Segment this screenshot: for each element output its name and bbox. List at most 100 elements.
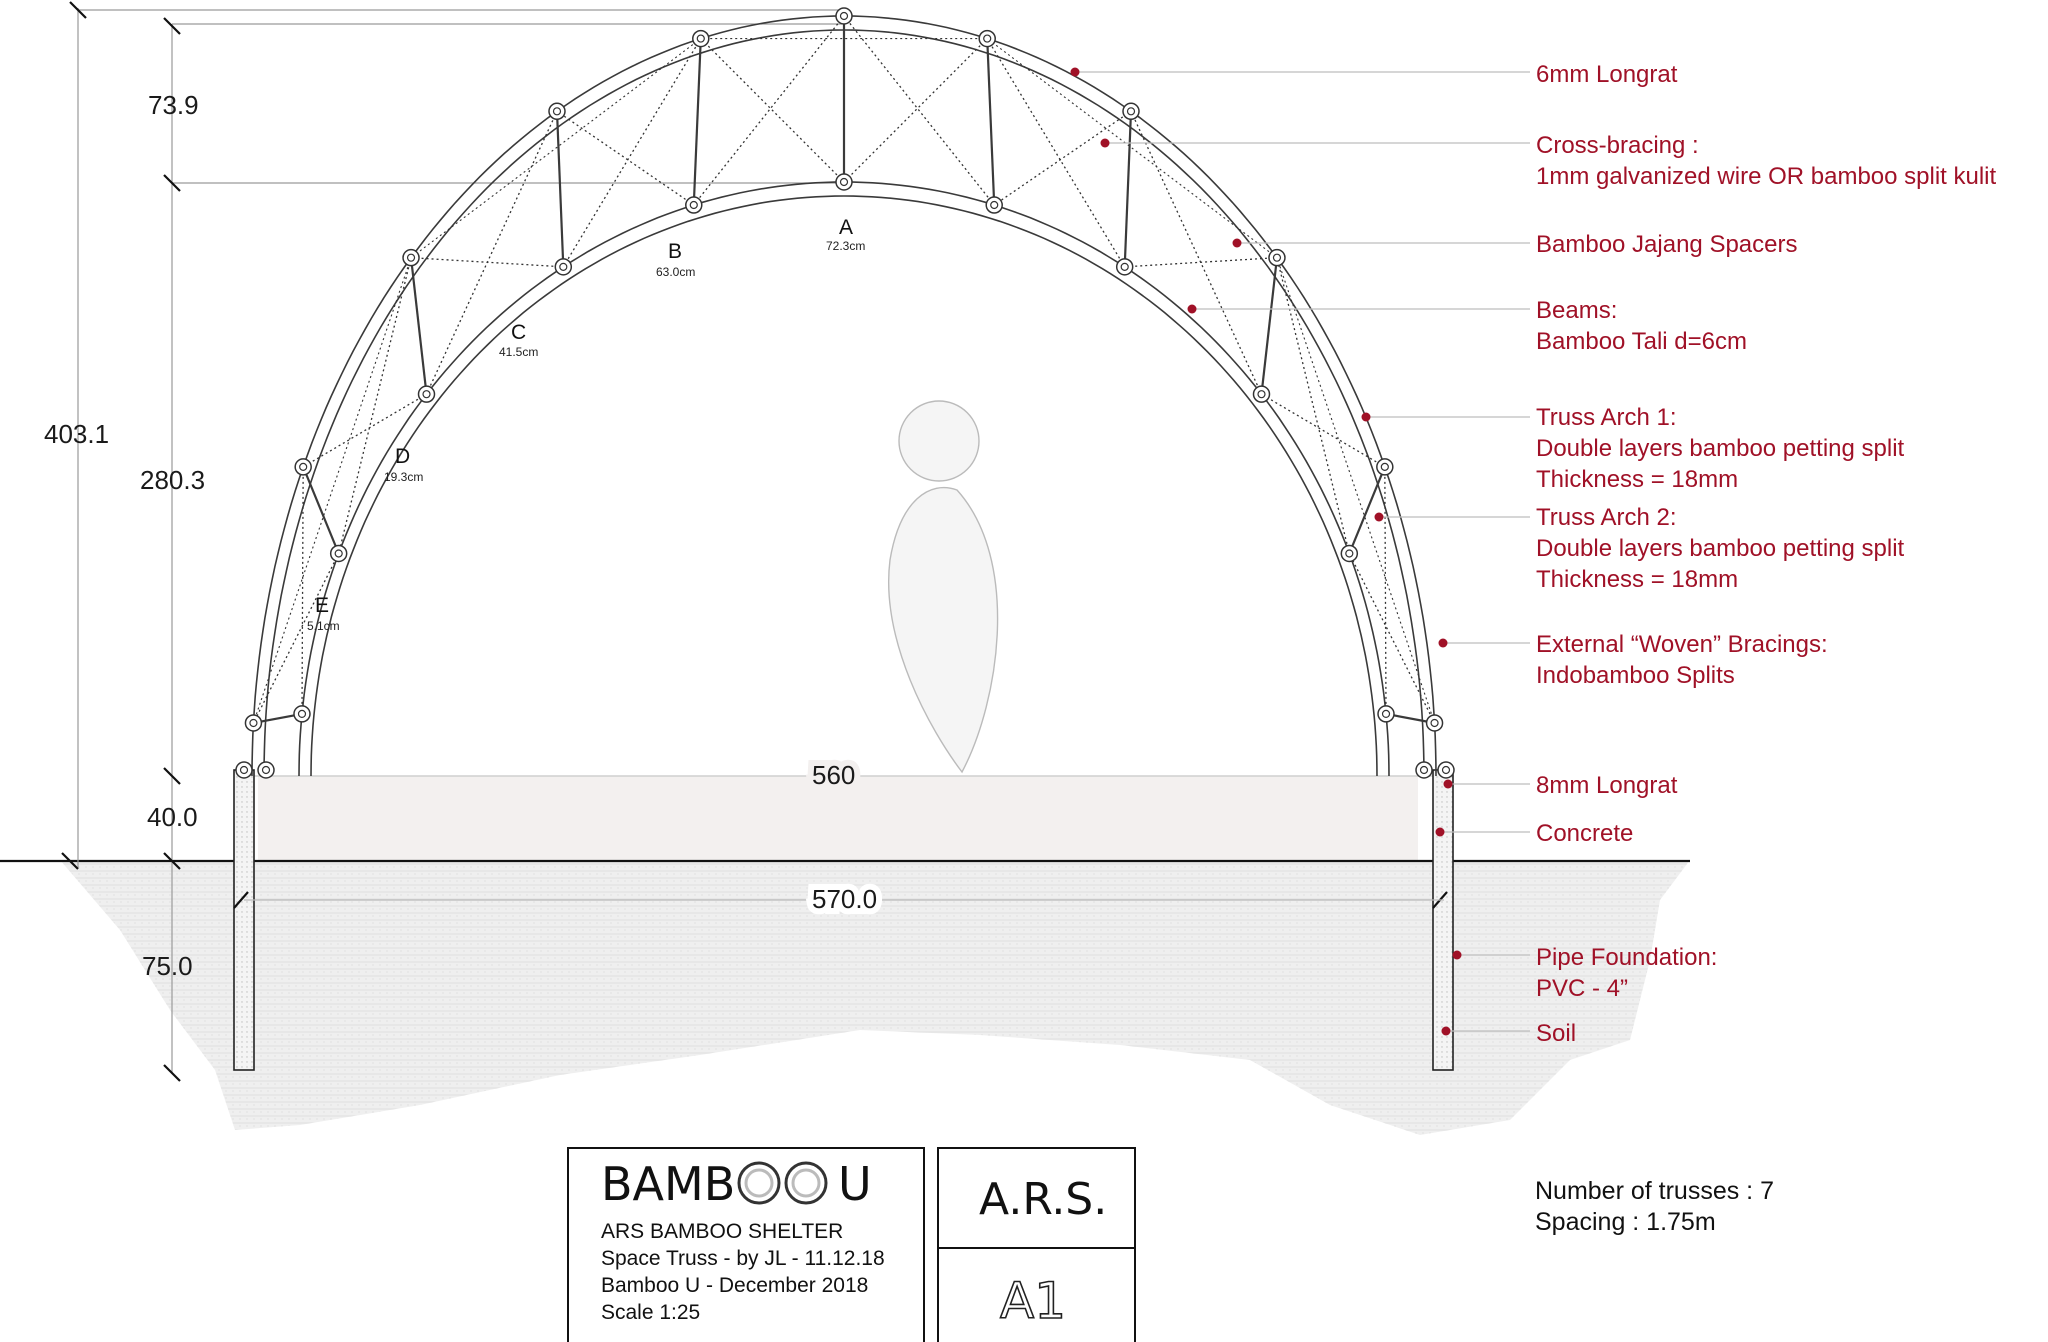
node-label-a: A 72.3cm <box>826 216 865 253</box>
joint-node-core <box>1126 107 1136 116</box>
cross-brace <box>700 38 845 183</box>
joint-node <box>1122 102 1140 121</box>
svg-text:Cross-bracing :: Cross-bracing : <box>1536 132 1699 159</box>
chord-brace <box>1276 257 1436 724</box>
joint-node <box>293 705 311 723</box>
svg-text:Double layers bamboo petting s: Double layers bamboo petting split <box>1536 535 1905 562</box>
svg-text:Beams:: Beams: <box>1536 297 1617 324</box>
firm-code: A.R.S. <box>979 1174 1107 1225</box>
joint-node-core <box>297 709 307 719</box>
joint-node <box>554 258 573 276</box>
soil-area <box>60 860 1690 1135</box>
truss-strut <box>692 38 702 206</box>
cross-brace <box>1261 393 1386 468</box>
callout-dot <box>1361 412 1371 422</box>
cross-brace <box>562 38 702 268</box>
callout-dot <box>1443 779 1453 789</box>
chord-brace <box>986 38 1278 259</box>
callout-jajang-spacers: Bamboo Jajang Spacers <box>1536 231 1798 258</box>
joint-node <box>402 248 420 267</box>
truss-strut <box>986 38 996 206</box>
joint-node <box>1415 761 1433 779</box>
project-name: ARS BAMBOO SHELTER <box>601 1220 843 1243</box>
joint-node-core <box>1441 765 1451 775</box>
callout-dot <box>1070 67 1080 77</box>
svg-text:A: A <box>839 216 853 239</box>
joint-node <box>235 761 253 779</box>
joint-node <box>417 385 436 403</box>
truss-strut <box>1260 257 1279 395</box>
svg-text:5.1cm: 5.1cm <box>307 619 340 633</box>
cross-brace <box>1384 466 1387 714</box>
svg-text:C: C <box>511 321 526 344</box>
drawing-date: Bamboo U - December 2018 <box>601 1274 868 1297</box>
joint-node-core <box>559 262 568 271</box>
callout-longrat-6mm: 6mm Longrat <box>1536 61 1678 88</box>
svg-text:D: D <box>395 445 410 468</box>
joint-node-core <box>299 462 308 471</box>
svg-text:Double layers bamboo petting s: Double layers bamboo petting split <box>1536 435 1905 462</box>
cross-brace <box>338 257 412 554</box>
svg-text:Truss Arch 1:: Truss Arch 1: <box>1536 404 1676 431</box>
node-label-b: B 63.0cm <box>656 240 695 279</box>
callout-dot <box>1435 827 1445 837</box>
svg-text:Bamboo Jajang Spacers: Bamboo Jajang Spacers <box>1536 231 1798 258</box>
cross-brace <box>1276 257 1350 554</box>
svg-text:External “Woven” Bracings:: External “Woven” Bracings: <box>1536 631 1828 658</box>
joint-node-core <box>1120 262 1129 271</box>
floor-slab <box>258 776 1418 860</box>
joint-node-core <box>406 253 416 262</box>
callout-dot <box>1232 238 1242 248</box>
svg-text:BAMB: BAMB <box>601 1157 735 1211</box>
callout-dot <box>1187 304 1197 314</box>
bamboo-u-logo: BAMB U <box>601 1157 872 1211</box>
joint-node-core <box>1257 390 1266 399</box>
joint-node <box>244 714 263 732</box>
cross-brace <box>986 38 1126 268</box>
joint-node-core <box>239 765 249 775</box>
svg-text:63.0cm: 63.0cm <box>656 265 695 279</box>
callout-soil: Soil <box>1536 1020 1576 1047</box>
truss-arch <box>235 7 1455 779</box>
joint-node <box>1268 248 1286 267</box>
inner-arch-line-2 <box>310 195 1378 777</box>
cross-brace <box>993 110 1132 206</box>
joint-node-core <box>552 107 562 116</box>
callout-woven-bracings: External “Woven” Bracings: Indobamboo Sp… <box>1536 631 1828 689</box>
callout-dot <box>1452 950 1462 960</box>
chord-brace <box>410 38 702 259</box>
joint-node-core <box>983 34 992 43</box>
joint-node-core <box>1381 709 1391 719</box>
callout-concrete: Concrete <box>1536 820 1633 847</box>
joint-node <box>548 102 566 121</box>
dim-foundation-depth: 75.0 <box>142 951 193 981</box>
callout-cross-bracing: Cross-bracing : 1mm galvanized wire OR b… <box>1536 132 1997 190</box>
joint-node-core <box>1272 253 1282 262</box>
joint-node <box>835 7 853 25</box>
svg-text:B: B <box>668 240 682 263</box>
cross-brace <box>425 111 558 395</box>
dim-arch-height: 280.3 <box>140 465 205 495</box>
truss-strut <box>1123 111 1133 267</box>
joint-node-core <box>261 765 271 775</box>
callout-truss-arch-2: Truss Arch 2: Double layers bamboo petti… <box>1536 504 1905 593</box>
joint-node-core <box>696 34 705 43</box>
cross-brace <box>843 15 995 206</box>
joint-node-core <box>1380 462 1389 471</box>
callout-dot <box>1438 638 1448 648</box>
svg-text:Indobamboo Splits: Indobamboo Splits <box>1536 662 1735 689</box>
callout-truss-arch-1: Truss Arch 1: Double layers bamboo petti… <box>1536 404 1905 493</box>
joint-node-core <box>839 177 849 187</box>
svg-text:Thickness = 18mm: Thickness = 18mm <box>1536 466 1738 493</box>
joint-node <box>985 196 1003 214</box>
joint-node <box>1340 544 1359 563</box>
dim-crown-height: 73.9 <box>148 90 199 120</box>
truss-strut <box>302 466 340 554</box>
node-label-c: C 41.5cm <box>499 321 538 359</box>
cross-brace <box>410 257 564 268</box>
joint-node-core <box>1345 549 1354 558</box>
title-block: BAMB U ARS BAMBOO SHELTER Space Truss - … <box>567 1147 1136 1342</box>
svg-text:Soil: Soil <box>1536 1020 1576 1047</box>
truss-strut <box>555 111 565 267</box>
